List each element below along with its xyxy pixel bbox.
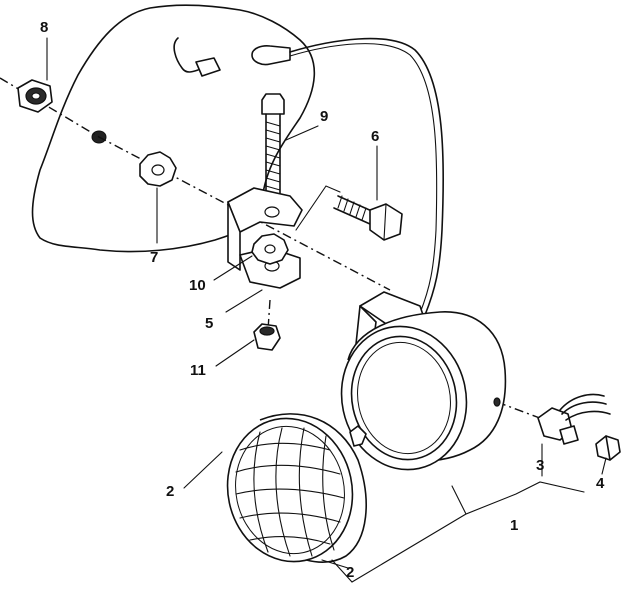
- lamp-cable: [289, 37, 445, 316]
- bolt-9: [261, 93, 285, 197]
- callout-8: 8: [40, 19, 48, 36]
- leader-1: [331, 481, 585, 583]
- lock-washer-10: [251, 233, 289, 265]
- callout-6: 6: [371, 128, 379, 145]
- callout-2a: 2: [166, 483, 174, 500]
- socket-assembly-3: [537, 393, 611, 445]
- callout-5: 5: [205, 315, 213, 332]
- callout-3: 3: [536, 457, 544, 474]
- lock-washer-7: [139, 151, 177, 187]
- leader-11: [215, 339, 255, 367]
- callout-1: 1: [510, 517, 518, 534]
- leader-9: [285, 125, 319, 141]
- callout-2b: 2: [346, 564, 354, 581]
- assembly-axis-line: [0, 77, 391, 291]
- callout-7: 7: [150, 249, 158, 266]
- lamp-housing-1: [340, 291, 507, 471]
- callout-4: 4: [596, 475, 605, 492]
- leader-10: [213, 255, 253, 281]
- bracket-5: [227, 187, 303, 289]
- nut-11: [253, 323, 281, 351]
- leader-2a: [183, 451, 223, 489]
- leader-4: [601, 457, 607, 475]
- callout-10: 10: [189, 277, 206, 294]
- bracket-to-bolt-line: [295, 185, 341, 231]
- leader-5: [225, 289, 263, 313]
- lamp-axis-line: [496, 401, 546, 421]
- panel-connector: [195, 57, 221, 77]
- sealed-beam-lamp-2: [226, 413, 367, 563]
- bolt-6: [333, 195, 403, 241]
- callout-9: 9: [320, 108, 328, 125]
- bulb-4: [595, 435, 621, 461]
- hex-nut-8: [17, 79, 53, 113]
- lamp-cable-inner: [289, 43, 438, 314]
- cable-plug: [251, 45, 291, 66]
- callout-11: 11: [190, 362, 206, 379]
- panel-wire: [173, 37, 199, 73]
